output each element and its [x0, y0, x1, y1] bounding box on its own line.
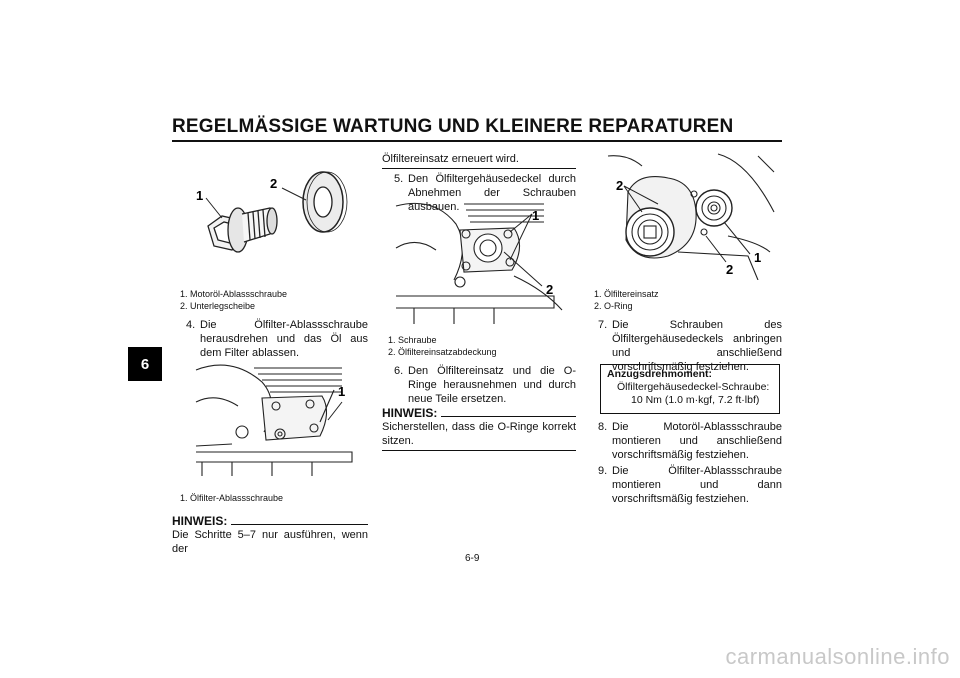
note-continuation: Ölfiltereinsatz erneuert wird.: [382, 153, 519, 165]
note-end-rule-1: [382, 168, 576, 169]
callout-1: 1: [196, 188, 203, 203]
torque-spec-box: Anzugsdrehmoment: Ölfiltergehäusedeckel-…: [600, 364, 780, 414]
chapter-tab[interactable]: 6: [128, 347, 162, 381]
figure-drain-bolt-washer: 1 2: [178, 168, 368, 280]
callout-1: 1: [338, 384, 345, 399]
callout-2: 2: [270, 176, 277, 191]
figure-oil-filter-drain-bolt: 1: [192, 362, 362, 480]
callout-1: 1: [532, 208, 539, 223]
note-text-2: Sicherstellen, dass die O-Ringe korrekt …: [382, 421, 576, 447]
note-end-rule-2: [382, 450, 576, 451]
callout-2: 2: [546, 282, 553, 297]
page-title: REGELMÄSSIGE WARTUNG UND KLEINERE REPARA…: [172, 116, 734, 137]
note-text-1: Die Schritte 5–7 nur ausführen, wenn der: [172, 529, 368, 555]
figure-oil-filter-cover: 1 2: [394, 200, 566, 326]
step-9: 9. Die Ölfilter-Ablassschraube montieren…: [598, 465, 782, 505]
figure-oil-filter-element: 2 1 2: [598, 152, 778, 280]
step-6: 6. Den Ölfiltereinsatz und die O-Ringe h…: [394, 365, 576, 405]
note-heading-1: HINWEIS:: [172, 514, 368, 528]
step-8: 8. Die Motoröl-Ablassschraube montie­ren…: [598, 421, 782, 461]
note-heading-2: HINWEIS:: [382, 406, 576, 420]
figure1-caption: 1. Motoröl-Ablassschraube 2. Unterlegsch…: [180, 289, 288, 311]
callout-1: 1: [754, 250, 761, 265]
figure2-caption: 1. Ölfilter-Ablassschraube: [180, 493, 284, 503]
step-4: 4. Die Ölfilter-Ablassschraube heraus­dr…: [186, 319, 368, 359]
figure3-caption: 1. Schraube 2. Ölfiltereinsatzabdeckung: [388, 335, 497, 357]
page-number: 6-9: [465, 553, 480, 564]
callout-2b: 2: [726, 262, 733, 277]
figure4-caption: 1. Ölfiltereinsatz 2. O-Ring: [594, 289, 659, 311]
title-rule: [172, 140, 782, 142]
callout-2: 2: [616, 178, 623, 193]
watermark-link[interactable]: carmanualsonline.info: [725, 644, 950, 669]
